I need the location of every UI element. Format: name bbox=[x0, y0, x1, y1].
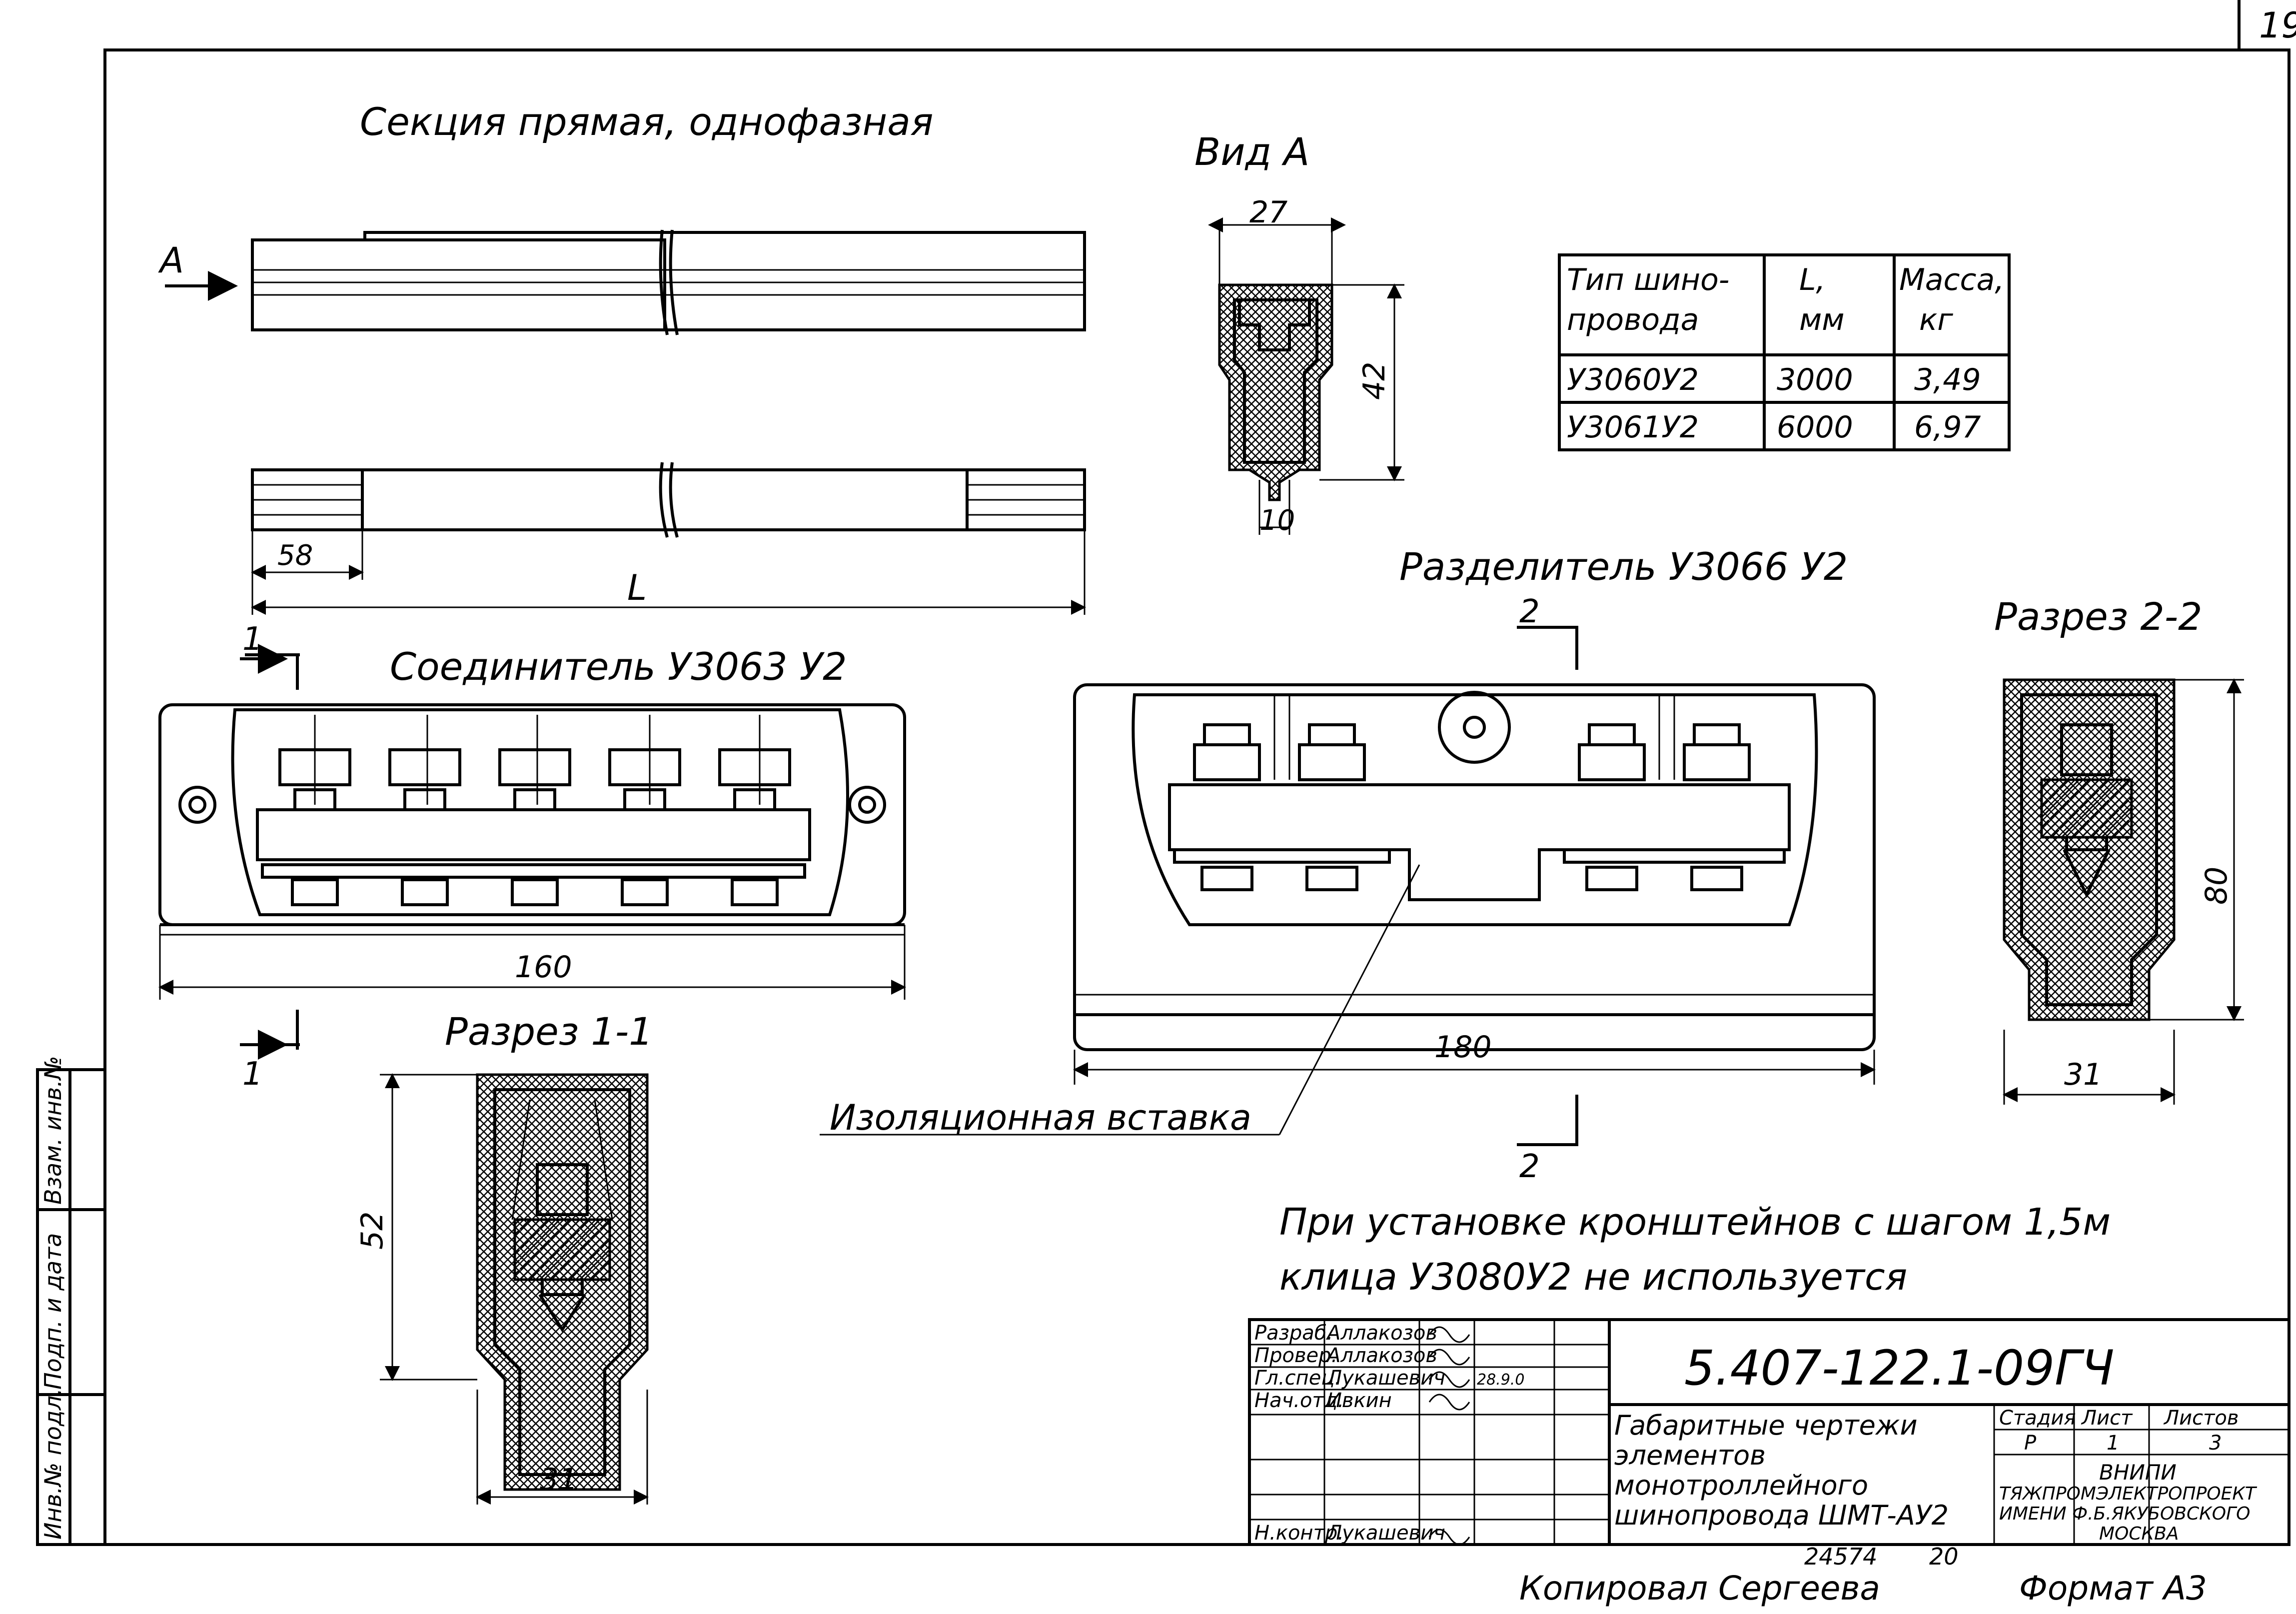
arrow-a-label: А bbox=[158, 240, 184, 281]
title-section-2-2: Разрез 2-2 bbox=[1994, 594, 2203, 639]
dim-52: 52 bbox=[355, 1212, 390, 1250]
table-row-1-mass: 3,49 bbox=[1914, 362, 1981, 397]
tb-role-3: Гл.спец. bbox=[1254, 1367, 1341, 1390]
dim-80: 80 bbox=[2199, 867, 2234, 905]
dim-31-a: 31 bbox=[540, 1462, 578, 1497]
table-row-1-length: 3000 bbox=[1777, 362, 1853, 397]
tb-role-2: Провер. bbox=[1254, 1344, 1337, 1367]
footer-copied: Копировал Сергеева bbox=[1519, 1569, 1880, 1608]
tb-sheet: 1 bbox=[2107, 1432, 2119, 1455]
tb-code: 5.407-122.1-09ГЧ bbox=[1684, 1340, 2114, 1396]
dim-10: 10 bbox=[1259, 504, 1295, 537]
table-row-1-type: У3060У2 bbox=[1567, 362, 1699, 397]
table-header-length-2: мм bbox=[1799, 302, 1845, 337]
title-section-1-1: Разрез 1-1 bbox=[445, 1009, 653, 1054]
tb-org-2: ТЯЖПРОМЭЛЕКТРОПРОЕКТ bbox=[1999, 1484, 2258, 1504]
sheet-number: 19 bbox=[2259, 5, 2296, 46]
table-header-mass-1: Масса, bbox=[1899, 262, 2004, 297]
table-row-2-length: 6000 bbox=[1777, 410, 1853, 445]
table-header-type-1: Тип шино- bbox=[1567, 262, 1729, 297]
cut-1-top: 1 bbox=[242, 621, 263, 658]
dim-180: 180 bbox=[1434, 1030, 1492, 1065]
busbar-top-view: А bbox=[158, 229, 1086, 335]
tb-name-2: Аллакозов bbox=[1325, 1344, 1437, 1367]
tb-org-1: ВНИПИ bbox=[2099, 1460, 2177, 1485]
note-line-1: При установке кронштейнов с шагом 1,5м bbox=[1279, 1201, 2111, 1244]
tb-desc-3: монотроллейного bbox=[1614, 1470, 1868, 1501]
table-row-2-type: У3061У2 bbox=[1567, 410, 1699, 445]
footer-format: Формат А3 bbox=[2019, 1569, 2207, 1608]
signatures bbox=[1428, 1326, 1470, 1546]
title-block: Разраб. Провер. Гл.спец. Нач.отд. Н.конт… bbox=[1248, 1318, 2291, 1546]
cut-2-bottom: 2 bbox=[1519, 1148, 1540, 1185]
tb-stage: Р bbox=[2024, 1432, 2037, 1455]
cut-2-top: 2 bbox=[1519, 593, 1540, 630]
tb-desc-2: элементов bbox=[1614, 1440, 1766, 1471]
dim-160: 160 bbox=[515, 950, 572, 985]
footer-number-2: 20 bbox=[1929, 1543, 1959, 1570]
busbar-table: Тип шино- провода L, мм Масса, кг У3060У… bbox=[1558, 253, 2011, 451]
tb-name-4: Ивкин bbox=[1327, 1389, 1392, 1412]
tb-role-1: Разраб. bbox=[1254, 1322, 1333, 1345]
note-line-2: клица У3080У2 не используется bbox=[1279, 1256, 1907, 1299]
dim-58: 58 bbox=[277, 539, 313, 572]
title-view-a: Вид А bbox=[1194, 129, 1309, 174]
tb-sheet-header: Лист bbox=[2081, 1407, 2133, 1430]
tb-stage-header: Стадия bbox=[1999, 1407, 2076, 1430]
view-a-profile: 27 42 10 bbox=[1208, 195, 1404, 537]
stamp-podp-data: Подп. и дата bbox=[39, 1233, 66, 1390]
separator-drawing: 2 180 2 bbox=[820, 593, 1876, 1185]
tb-desc-1: Габаритные чертежи bbox=[1614, 1410, 1918, 1441]
dim-31-b: 31 bbox=[2064, 1057, 2102, 1092]
dim-27: 27 bbox=[1249, 195, 1287, 230]
table-header-mass-2: кг bbox=[1919, 302, 1953, 337]
dim-L: L bbox=[627, 567, 647, 608]
connector-drawing: 1 160 1 bbox=[158, 621, 906, 1093]
tb-name-3: Лукашевич bbox=[1326, 1367, 1445, 1390]
drawing-frame bbox=[103, 48, 2291, 1546]
tb-name-1: Аллакозов bbox=[1325, 1322, 1437, 1345]
tb-date: 28.9.0 bbox=[1477, 1371, 1524, 1389]
dim-42: 42 bbox=[1357, 362, 1392, 400]
tb-org-3: ИМЕНИ Ф.Б.ЯКУБОВСКОГО bbox=[1999, 1504, 2250, 1524]
tb-desc-4: шинопровода ШМТ-АУ2 bbox=[1614, 1500, 1949, 1531]
tb-name-7: Лукашевич bbox=[1326, 1522, 1445, 1545]
insulation-label: Изоляционная вставка bbox=[830, 1097, 1251, 1138]
cut-1-bottom: 1 bbox=[242, 1056, 263, 1093]
table-row-2-mass: 6,97 bbox=[1914, 410, 1981, 445]
tb-sheets: 3 bbox=[2209, 1432, 2222, 1455]
busbar-front-view: 58 L bbox=[251, 462, 1086, 615]
tb-sheets-header: Листов bbox=[2163, 1407, 2239, 1430]
section-1-1-drawing: 52 31 bbox=[355, 1073, 649, 1505]
table-header-length-1: L, bbox=[1799, 262, 1826, 297]
stamp-vzam-inv: Взам. инв.№ bbox=[39, 1056, 66, 1205]
tb-org-4: МОСКВА bbox=[2099, 1524, 2179, 1544]
title-connector: Соединитель У3063 У2 bbox=[390, 644, 847, 689]
side-stamp: Инв.№ подл. Подп. и дата Взам. инв.№ bbox=[36, 1056, 106, 1546]
footer-number: 24574 bbox=[1804, 1543, 1877, 1570]
title-section-straight: Секция прямая, однофазная bbox=[360, 99, 934, 144]
title-separator: Разделитель У3066 У2 bbox=[1399, 544, 1848, 589]
stamp-inv-podl: Инв.№ подл. bbox=[39, 1388, 66, 1540]
tb-role-7: Н.контр. bbox=[1254, 1522, 1344, 1545]
table-header-type-2: провода bbox=[1567, 302, 1699, 337]
section-2-2-drawing: 80 31 bbox=[2003, 678, 2244, 1105]
tb-role-4: Нач.отд. bbox=[1254, 1389, 1344, 1412]
